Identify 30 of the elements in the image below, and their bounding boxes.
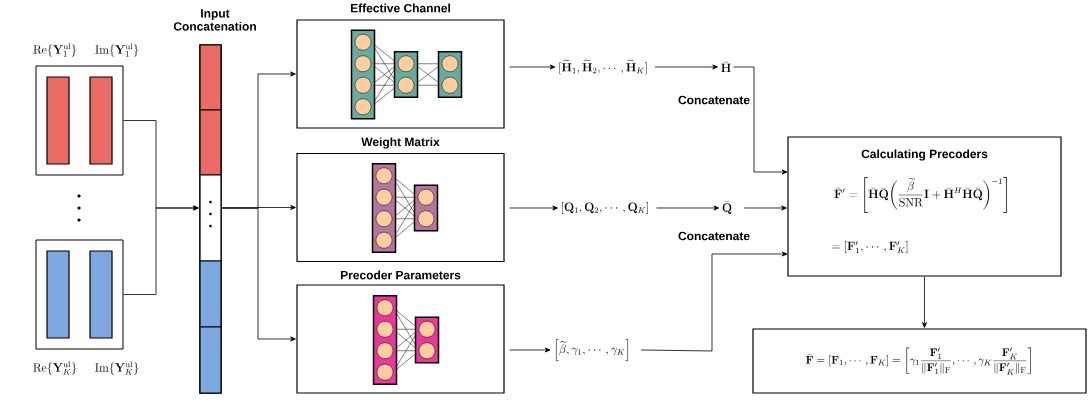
arrow (733, 66, 788, 175)
input-label: $\mathrm{Im}\{\mathbf{Y}_1^{\mathrm{ul}}\}$ (95, 43, 139, 57)
arrow (509, 205, 558, 211)
math-expression: $[\mathbf{Q}_1,\mathbf{Q}_2,\cdots,\mathbf{Q}_K]$ (562, 202, 648, 214)
concatenate-label: Concatenate (678, 95, 750, 105)
box-heading: Calculating Precoders (861, 149, 988, 161)
arrow (922, 276, 927, 328)
box-heading: Precoder Parameters (340, 270, 461, 280)
arrow (123, 205, 199, 295)
math-expression: $\bar{\mathbf{H}}$ (721, 61, 731, 72)
input-label: $\mathrm{Re}\{\mathbf{Y}_K^{\mathrm{ul}}\}$ (33, 361, 77, 375)
math-expression: $\bar{\mathbf{Q}}$ (722, 201, 732, 215)
arrow (221, 207, 296, 342)
input-label: $\mathrm{Re}\{\mathbf{Y}_1^{\mathrm{ul}}\}$ (33, 43, 77, 57)
box-heading: Input Concatenation (173, 9, 256, 31)
arrow (654, 64, 718, 70)
concatenate-label: Concatenate (678, 231, 750, 241)
math-expression: $[\widetilde{\mathbf{H}}_1,\widetilde{\mathbf{H}}_2,\cdots,\widetilde{\mathbf{H}}_K]$ (559, 59, 647, 75)
formula: $\bar{\mathbf{F}}=[\mathbf{F}_1,\cdots,\mathbf{F}_K]=\left[\gamma_1\frac{\mathbf{F}'_1}{\|\mathbf{F}'_1\|_{\mathrm{F}}},\cdots,\gamma_K\frac{\mathbf{F}'_K}{\|\mathbf{F}'_K\|_{\mathrm{F}}}\right]$ (806, 347, 1031, 375)
formula: $\bar{\mathbf{F}}'=\left[\bar{\mathbf{H}}\bar{\mathbf{Q}}\biggl(\frac{\widetilde{\beta}}{\mathrm{SNR}}\mathbf{I}+\bar{\mathbf{H}}^H\bar{\mathbf{H}}\bar{\mathbf{Q}}\biggr)^{-1}\right]$ (834, 177, 1007, 213)
arrow (781, 205, 787, 211)
math-expression: $\left[\widetilde{\beta},\gamma_1,\cdots,\gamma_K\right]$ (555, 339, 629, 361)
arrow (509, 347, 551, 353)
arrow (509, 64, 556, 70)
input-label: $\mathrm{Im}\{\mathbf{Y}_K^{\mathrm{ul}}\}$ (95, 361, 139, 375)
arrow (781, 251, 788, 257)
arrow (656, 205, 720, 211)
box-heading: Effective Channel (350, 3, 450, 13)
formula: $=[\mathbf{F}'_1,\cdots,\mathbf{F}'_K]$ (831, 240, 908, 253)
box-heading: Weight Matrix (361, 137, 440, 149)
